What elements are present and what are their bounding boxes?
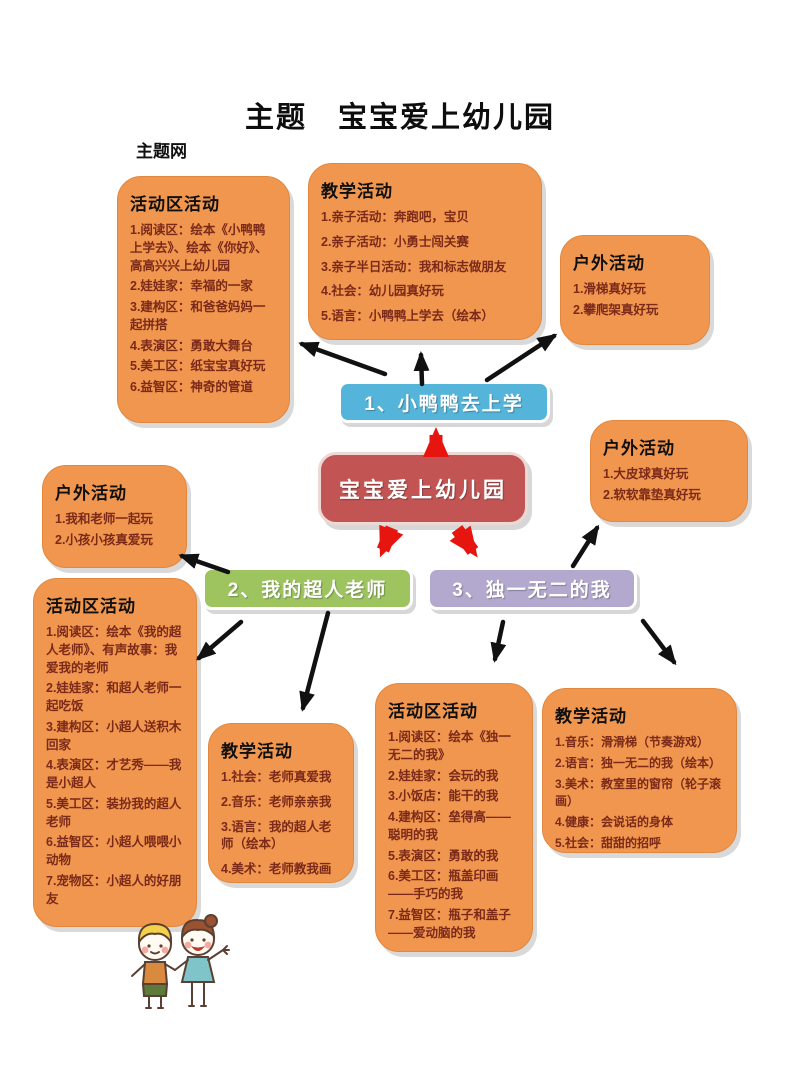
activity-list: 1.亲子活动：奔跑吧，宝贝 2.亲子活动：小勇士闯关赛 3.亲子半日活动：我和标… bbox=[321, 209, 529, 326]
theme-network-label: 主题网 bbox=[136, 142, 187, 161]
node-area-activities-2: 活动区活动 1.阅读区：绘本《我的超人老师》、有声故事：我爱我的老师 2.娃娃家… bbox=[33, 578, 197, 927]
activity-item: 3.小饭店：能干的我 bbox=[388, 789, 499, 804]
activity-list: 1.阅读区：绘本《小鸭鸭上学去》、绘本《你好》、高高兴兴上幼儿园 2.娃娃家：幸… bbox=[130, 222, 277, 397]
branch-bar-ducklings-go-to-school: 1、小鸭鸭去上学 bbox=[338, 381, 550, 423]
activity-item: 5.语言：小鸭鸭上学去（绘本） bbox=[321, 309, 494, 323]
activity-item: 5.美工区：纸宝宝真好玩 bbox=[130, 359, 266, 374]
activity-item: 7.宠物区：小超人的好朋友 bbox=[46, 873, 182, 906]
arrow-branch1-to-outdoor1 bbox=[484, 333, 558, 383]
arrow-branch2-to-area2 bbox=[195, 619, 244, 661]
activity-item: 5.社会：甜甜的招呼 bbox=[555, 836, 662, 851]
activity-list: 1.社会：老师真爱我 2.音乐：老师亲亲我 3.语言：我的超人老师（绘本） 4.… bbox=[221, 769, 341, 879]
activity-item: 2.音乐：老师亲亲我 bbox=[221, 794, 332, 809]
activity-item: 1.音乐：滑滑梯（节奏游戏） bbox=[555, 735, 710, 749]
activity-item: 2.小孩小孩真爱玩 bbox=[55, 532, 153, 547]
activity-item: 2.娃娃家：幸福的一家 bbox=[130, 279, 253, 294]
node-area-activities-1: 活动区活动 1.阅读区：绘本《小鸭鸭上学去》、绘本《你好》、高高兴兴上幼儿园 2… bbox=[117, 176, 290, 423]
activity-list: 1.阅读区：绘本《我的超人老师》、有声故事：我爱我的老师 2.娃娃家：和超人老师… bbox=[46, 624, 184, 908]
activity-item: 1.阅读区：绘本《我的超人老师》、有声故事：我爱我的老师 bbox=[46, 625, 182, 675]
activity-item: 4.美术：老师教我画 bbox=[221, 862, 332, 876]
activity-item: 5.美工区：装扮我的超人老师 bbox=[46, 796, 182, 829]
node-outdoor-activities-2: 户外活动 1.我和老师一起玩 2.小孩小孩真爱玩 bbox=[42, 465, 187, 568]
node-teaching-activities-1: 教学活动 1.亲子活动：奔跑吧，宝贝 2.亲子活动：小勇士闯关赛 3.亲子半日活… bbox=[308, 163, 542, 340]
activity-item: 7.益智区：瓶子和盖子——爱动脑的我 bbox=[388, 907, 511, 940]
arrow-branch3-to-area3 bbox=[490, 619, 507, 663]
branch-bar-my-super-teacher: 2、我的超人老师 bbox=[202, 567, 413, 610]
activity-item: 3.美术：教室里的窗帘（轮子滚画） bbox=[555, 777, 722, 809]
node-title: 户外活动 bbox=[603, 439, 675, 458]
arrow-center-to-branch3 bbox=[449, 525, 479, 558]
activity-item: 2.娃娃家：和超人老师一起吃饭 bbox=[46, 681, 182, 713]
node-title: 活动区活动 bbox=[46, 597, 136, 616]
node-title: 教学活动 bbox=[221, 742, 293, 761]
activity-list: 1.阅读区：绘本《独一无二的我》 2.娃娃家：会玩的我 3.小饭店：能干的我 4… bbox=[388, 729, 520, 942]
node-title: 户外活动 bbox=[55, 484, 127, 503]
activity-item: 2.软软靠垫真好玩 bbox=[603, 487, 701, 502]
activity-item: 5.表演区：勇敢的我 bbox=[388, 848, 499, 863]
activity-item: 6.益智区：小超人喂喂小动物 bbox=[46, 835, 182, 867]
node-title: 教学活动 bbox=[555, 707, 627, 726]
node-title: 活动区活动 bbox=[388, 702, 478, 721]
activity-item: 4.表演区：才艺秀——我是小超人 bbox=[46, 758, 182, 790]
activity-item: 6.美工区：瓶盖印画——手巧的我 bbox=[388, 869, 499, 901]
activity-item: 3.语言：我的超人老师（绘本） bbox=[221, 819, 332, 852]
activity-item: 1.大皮球真好玩 bbox=[603, 467, 689, 481]
activity-item: 4.表演区：勇敢大舞台 bbox=[130, 338, 253, 353]
central-theme-node: 宝宝爱上幼儿园 bbox=[318, 452, 528, 525]
arrow-branch1-to-area1 bbox=[298, 341, 388, 377]
activity-item: 6.益智区：神奇的管道 bbox=[130, 380, 253, 394]
activity-item: 2.攀爬架真好玩 bbox=[573, 302, 659, 317]
activity-item: 4.健康：会说话的身体 bbox=[555, 815, 674, 830]
activity-item: 3.建构区：和爸爸妈妈一起拼搭 bbox=[130, 300, 266, 332]
node-outdoor-activities-1: 户外活动 1.滑梯真好玩 2.攀爬架真好玩 bbox=[560, 235, 710, 345]
children-illustration bbox=[131, 914, 230, 1009]
activity-item: 1.社会：老师真爱我 bbox=[221, 770, 332, 784]
activity-item: 4.建构区：垒得高——聪明的我 bbox=[388, 810, 511, 842]
arrow-center-to-branch2 bbox=[376, 524, 404, 558]
activity-list: 1.滑梯真好玩 2.攀爬架真好玩 bbox=[573, 281, 697, 320]
activity-item: 1.阅读区：绘本《小鸭鸭上学去》、绘本《你好》、高高兴兴上幼儿园 bbox=[130, 223, 268, 273]
activity-item: 2.语言：独一无二的我（绘本） bbox=[555, 756, 722, 771]
activity-item: 1.我和老师一起玩 bbox=[55, 512, 153, 526]
activity-item: 1.滑梯真好玩 bbox=[573, 282, 646, 296]
activity-item: 3.亲子半日活动：我和标志做朋友 bbox=[321, 259, 507, 274]
arrow-branch3-to-outdoor3 bbox=[570, 524, 600, 569]
activity-list: 1.大皮球真好玩 2.软软靠垫真好玩 bbox=[603, 466, 735, 505]
node-title: 户外活动 bbox=[573, 254, 645, 273]
activity-item: 1.亲子活动：奔跑吧，宝贝 bbox=[321, 210, 469, 224]
arrow-branch1-to-teach1 bbox=[413, 351, 430, 387]
branch-bar-unique-me: 3、独一无二的我 bbox=[427, 567, 637, 610]
node-teaching-activities-2: 教学活动 1.社会：老师真爱我 2.音乐：老师亲亲我 3.语言：我的超人老师（绘… bbox=[208, 723, 354, 883]
activity-item: 2.亲子活动：小勇士闯关赛 bbox=[321, 234, 469, 249]
activity-list: 1.音乐：滑滑梯（节奏游戏） 2.语言：独一无二的我（绘本） 3.美术：教室里的… bbox=[555, 734, 724, 852]
node-outdoor-activities-3: 户外活动 1.大皮球真好玩 2.软软靠垫真好玩 bbox=[590, 420, 748, 522]
node-teaching-activities-3: 教学活动 1.音乐：滑滑梯（节奏游戏） 2.语言：独一无二的我（绘本） 3.美术… bbox=[542, 688, 737, 853]
page-title: 主题 宝宝爱上幼儿园 bbox=[244, 102, 555, 134]
arrow-branch2-to-teach2 bbox=[299, 610, 331, 712]
arrow-branch3-to-teach3 bbox=[640, 618, 677, 666]
activity-item: 4.社会：幼儿园真好玩 bbox=[321, 284, 444, 299]
activity-item: 3.建构区：小超人送积木回家 bbox=[46, 719, 182, 752]
activity-item: 1.阅读区：绘本《独一无二的我》 bbox=[388, 730, 511, 762]
node-area-activities-3: 活动区活动 1.阅读区：绘本《独一无二的我》 2.娃娃家：会玩的我 3.小饭店：… bbox=[375, 683, 533, 952]
activity-item: 2.娃娃家：会玩的我 bbox=[388, 768, 499, 783]
node-title: 教学活动 bbox=[321, 182, 393, 201]
activity-list: 1.我和老师一起玩 2.小孩小孩真爱玩 bbox=[55, 511, 174, 550]
node-title: 活动区活动 bbox=[130, 195, 220, 214]
